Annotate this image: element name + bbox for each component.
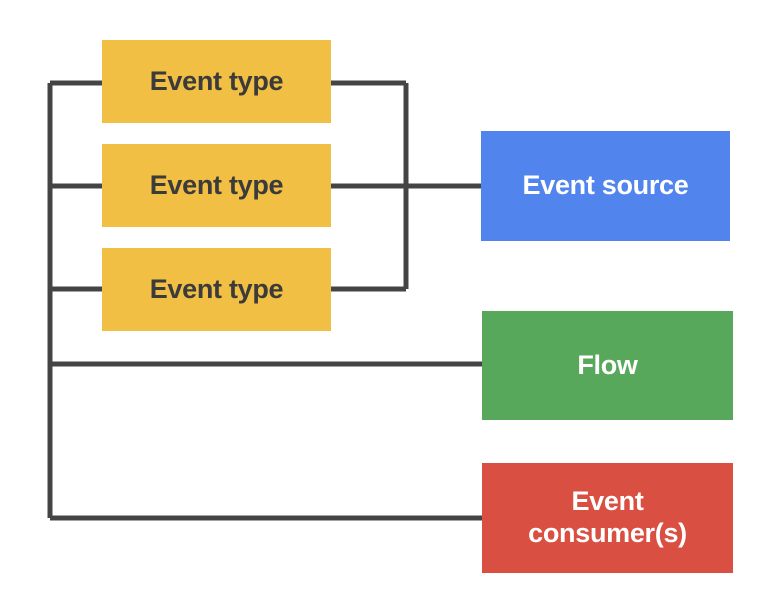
flow-label: Flow [577, 349, 638, 380]
event-source-box[interactable]: Event source [481, 131, 730, 241]
event-type-label-3: Event type [149, 273, 284, 304]
flow-box[interactable]: Flow [482, 311, 733, 420]
event-type-box-2[interactable]: Event type [102, 144, 331, 227]
event-consumer-label: Event consumer(s) [528, 486, 687, 548]
event-type-label-1: Event type [149, 65, 284, 96]
event-type-label-2: Event type [149, 169, 284, 200]
event-consumer-box[interactable]: Event consumer(s) [482, 463, 733, 573]
event-type-box-3[interactable]: Event type [102, 248, 331, 331]
event-source-label: Event source [522, 170, 689, 201]
event-type-box-1[interactable]: Event type [102, 40, 331, 123]
